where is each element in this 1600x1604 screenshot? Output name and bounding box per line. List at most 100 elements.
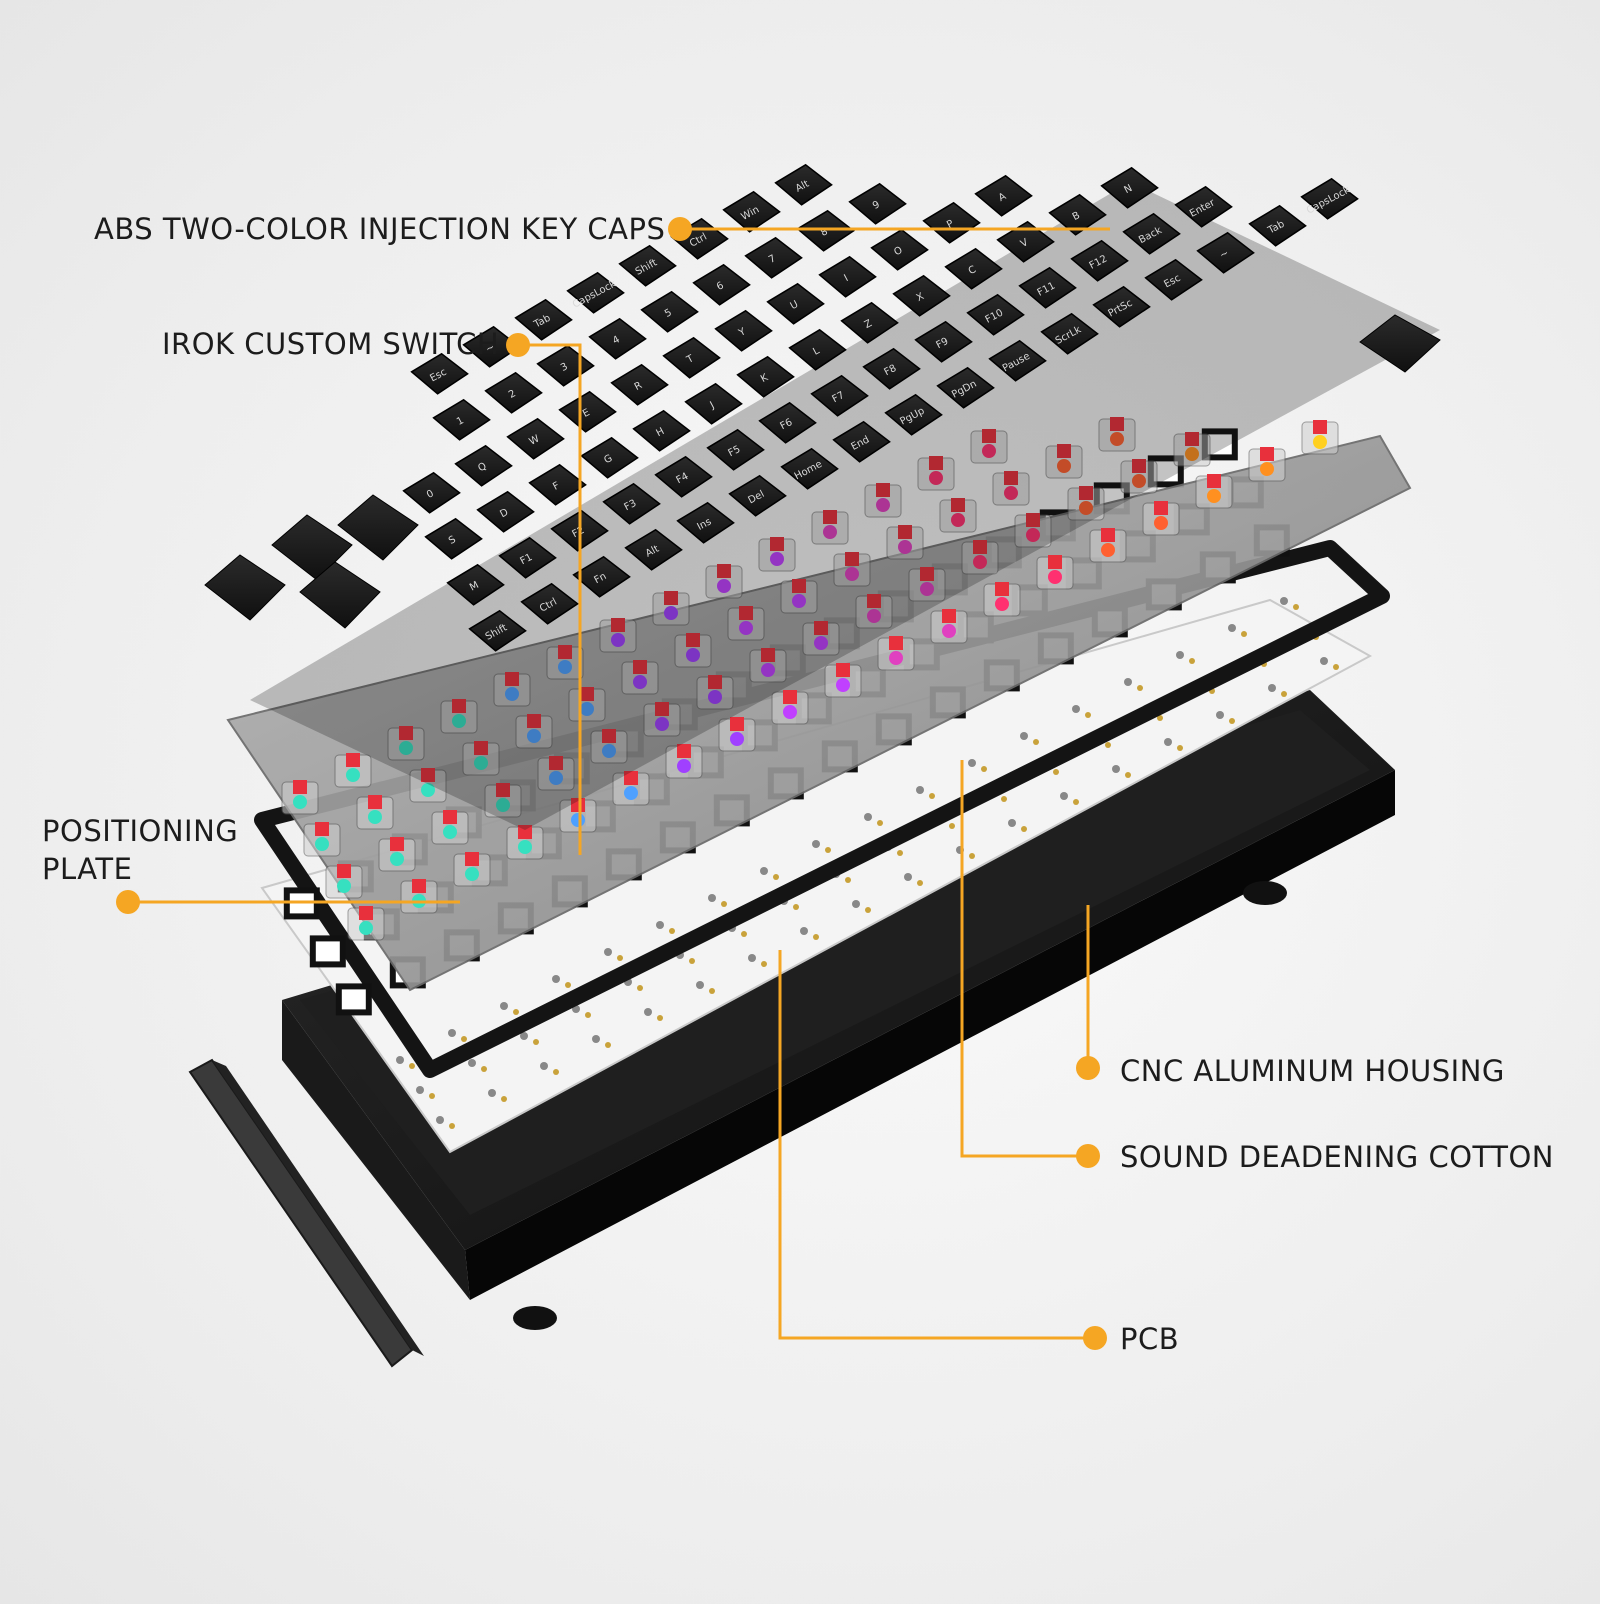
housing-marker xyxy=(1076,1056,1100,1080)
switch xyxy=(378,837,416,872)
pcb-solder xyxy=(1137,685,1143,691)
keycap: Esc xyxy=(1144,258,1203,301)
pcb-pad xyxy=(656,921,664,929)
pcb-pad xyxy=(904,873,912,881)
keycap: D xyxy=(476,490,535,533)
keycap-legend: 8 xyxy=(819,226,830,239)
pcb-pad xyxy=(1112,765,1120,773)
keycap-legend: 0 xyxy=(425,488,436,501)
keycap-legend: L xyxy=(811,345,821,358)
pcb-pad xyxy=(1268,684,1276,692)
switch xyxy=(749,648,787,683)
switch xyxy=(802,621,840,656)
switch xyxy=(1301,420,1339,455)
switch xyxy=(303,822,341,857)
keycap: F1 xyxy=(498,536,557,579)
switch xyxy=(705,564,743,599)
keycap: F9 xyxy=(914,320,973,363)
keycap: O xyxy=(870,228,929,271)
switch xyxy=(599,618,637,653)
pcb-solder xyxy=(657,1015,663,1021)
keycap: 3 xyxy=(536,344,595,387)
switch xyxy=(970,429,1008,464)
keycap: X xyxy=(892,274,951,317)
keycap: B xyxy=(1048,193,1107,236)
keycap: N xyxy=(1100,166,1159,209)
keycap: Enter xyxy=(1174,185,1233,228)
keycap: Alt xyxy=(774,163,833,206)
keycap-legend: 1 xyxy=(455,415,466,428)
switch xyxy=(453,852,491,887)
keycap: Fn xyxy=(572,555,631,598)
keycap: Pause xyxy=(988,339,1047,382)
switch xyxy=(665,744,703,779)
switch xyxy=(334,753,372,788)
pcb-pad xyxy=(852,900,860,908)
keycaps-marker xyxy=(668,217,692,241)
switch-label: IROK CUSTOM SWITCH xyxy=(162,327,500,361)
switch xyxy=(992,471,1030,506)
keycap: ScrLk xyxy=(1040,312,1099,355)
keycap-legend: S xyxy=(447,534,458,547)
keycap: Back xyxy=(1122,212,1181,255)
keycap-legend: 3 xyxy=(559,361,570,374)
keycap: E xyxy=(558,390,617,433)
switch xyxy=(961,540,999,575)
pcb-pad xyxy=(812,840,820,848)
pcb-pad xyxy=(1320,657,1328,665)
keycap: 7 xyxy=(744,236,803,279)
keycap-legend: R xyxy=(633,380,644,393)
pcb-solder xyxy=(1189,658,1195,664)
switch xyxy=(1098,417,1136,452)
keycap-legend: F3 xyxy=(622,498,638,513)
keycap: F7 xyxy=(810,374,869,417)
switch xyxy=(1067,486,1105,521)
cotton-leader xyxy=(960,760,1088,1158)
keycap-legend: F4 xyxy=(674,471,690,486)
pcb-pad xyxy=(396,1056,404,1064)
pcb-solder xyxy=(1073,799,1079,805)
keycap-legend: F7 xyxy=(830,390,846,405)
pcb-pad xyxy=(488,1089,496,1097)
switch xyxy=(347,906,385,941)
switch xyxy=(939,498,977,533)
keycap: Shift xyxy=(618,244,677,287)
pcb-solder xyxy=(1177,745,1183,751)
keycap: F8 xyxy=(862,347,921,390)
cotton-hole xyxy=(335,983,372,1016)
keycap: P xyxy=(922,201,981,244)
keycap: 8 xyxy=(796,209,855,252)
keycap: H xyxy=(632,409,691,452)
switch xyxy=(431,810,469,845)
pcb-solder xyxy=(741,931,747,937)
plate-label-line1: POSITIONING xyxy=(42,814,239,848)
pcb-solder xyxy=(617,955,623,961)
pcb-solder xyxy=(845,877,851,883)
pcb-solder xyxy=(481,1066,487,1072)
keycap: 1 xyxy=(432,398,491,441)
pcb-solder xyxy=(1281,691,1287,697)
switch xyxy=(621,660,659,695)
pcb-solder xyxy=(917,880,923,886)
pcb-pad xyxy=(500,1002,508,1010)
pcb-solder xyxy=(1033,739,1039,745)
pcb-pad xyxy=(696,981,704,989)
pcb-solder xyxy=(605,1042,611,1048)
keycap: F6 xyxy=(758,401,817,444)
pcb-solder xyxy=(501,1096,507,1102)
pcb-pad xyxy=(1280,597,1288,605)
keycap-legend: F6 xyxy=(778,417,794,432)
pcb-solder xyxy=(1293,604,1299,610)
housing-foot xyxy=(1243,881,1287,905)
switch xyxy=(864,483,902,518)
pcb-pad xyxy=(1008,819,1016,827)
switch-leader xyxy=(518,343,582,855)
switch xyxy=(727,606,765,641)
keycap-legend: U xyxy=(789,299,801,312)
pcb-pad xyxy=(448,1029,456,1037)
pcb-pad xyxy=(644,1008,652,1016)
pcb-pad xyxy=(540,1062,548,1070)
pcb-solder xyxy=(1053,769,1059,775)
switch xyxy=(409,768,447,803)
